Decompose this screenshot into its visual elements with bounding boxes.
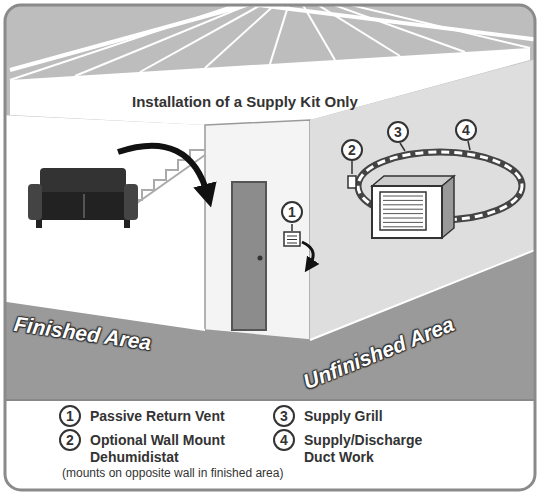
grill-line <box>383 196 423 197</box>
frame-border <box>5 5 535 490</box>
door-knob <box>258 256 263 261</box>
key-text: Optional Wall Mount Dehumidistat <box>90 432 250 466</box>
grill-line <box>383 226 423 227</box>
dehumidifier-side <box>442 176 454 238</box>
grill-line <box>383 218 423 219</box>
dehumidistat <box>348 176 356 188</box>
key-number: 1 <box>59 405 81 427</box>
grill-line <box>383 213 423 214</box>
dehumidifier-grill <box>380 192 426 230</box>
return-vent <box>284 232 300 246</box>
rafter <box>75 5 260 76</box>
grill-line <box>383 204 423 205</box>
leader-line <box>468 141 470 150</box>
vent-slat <box>287 239 297 240</box>
key-text: Supply/Discharge Duct Work <box>304 432 454 466</box>
sofa <box>28 168 138 228</box>
vent-slat <box>287 243 297 244</box>
key-text: Supply Grill <box>304 408 474 425</box>
airflow-arrow <box>118 146 208 196</box>
vent-slats <box>287 236 297 243</box>
callout-number: 4 <box>455 119 477 141</box>
grill-lines <box>383 196 423 227</box>
roof-edge <box>10 5 250 70</box>
callout-number: 3 <box>387 121 409 143</box>
key-number: 4 <box>273 429 295 451</box>
dehumidifier-top <box>372 176 454 186</box>
leader-line <box>351 161 353 174</box>
vent-arrow <box>302 242 313 266</box>
grill-line <box>383 200 423 201</box>
attic-ground <box>5 5 535 400</box>
key-number: 3 <box>273 405 295 427</box>
floor <box>5 248 535 400</box>
diagram-title: Installation of a Supply Kit Only <box>132 93 358 110</box>
key-note: (mounts on opposite wall in finished are… <box>62 466 283 480</box>
band-edge <box>5 399 535 401</box>
leader-line <box>291 224 293 231</box>
leader-line <box>400 143 405 151</box>
grill-line <box>383 222 423 223</box>
scene <box>5 5 535 400</box>
grill-line <box>383 209 423 210</box>
door <box>232 182 266 330</box>
callout-number: 2 <box>341 139 363 161</box>
key-text: Passive Return Vent <box>90 408 260 425</box>
vent-slat <box>287 236 297 237</box>
dehumidifier <box>372 186 442 238</box>
roof-edge <box>250 5 535 40</box>
key-number: 2 <box>59 429 81 451</box>
partition-wall <box>205 120 310 340</box>
rafter <box>270 5 290 64</box>
callout-number: 1 <box>281 201 303 223</box>
